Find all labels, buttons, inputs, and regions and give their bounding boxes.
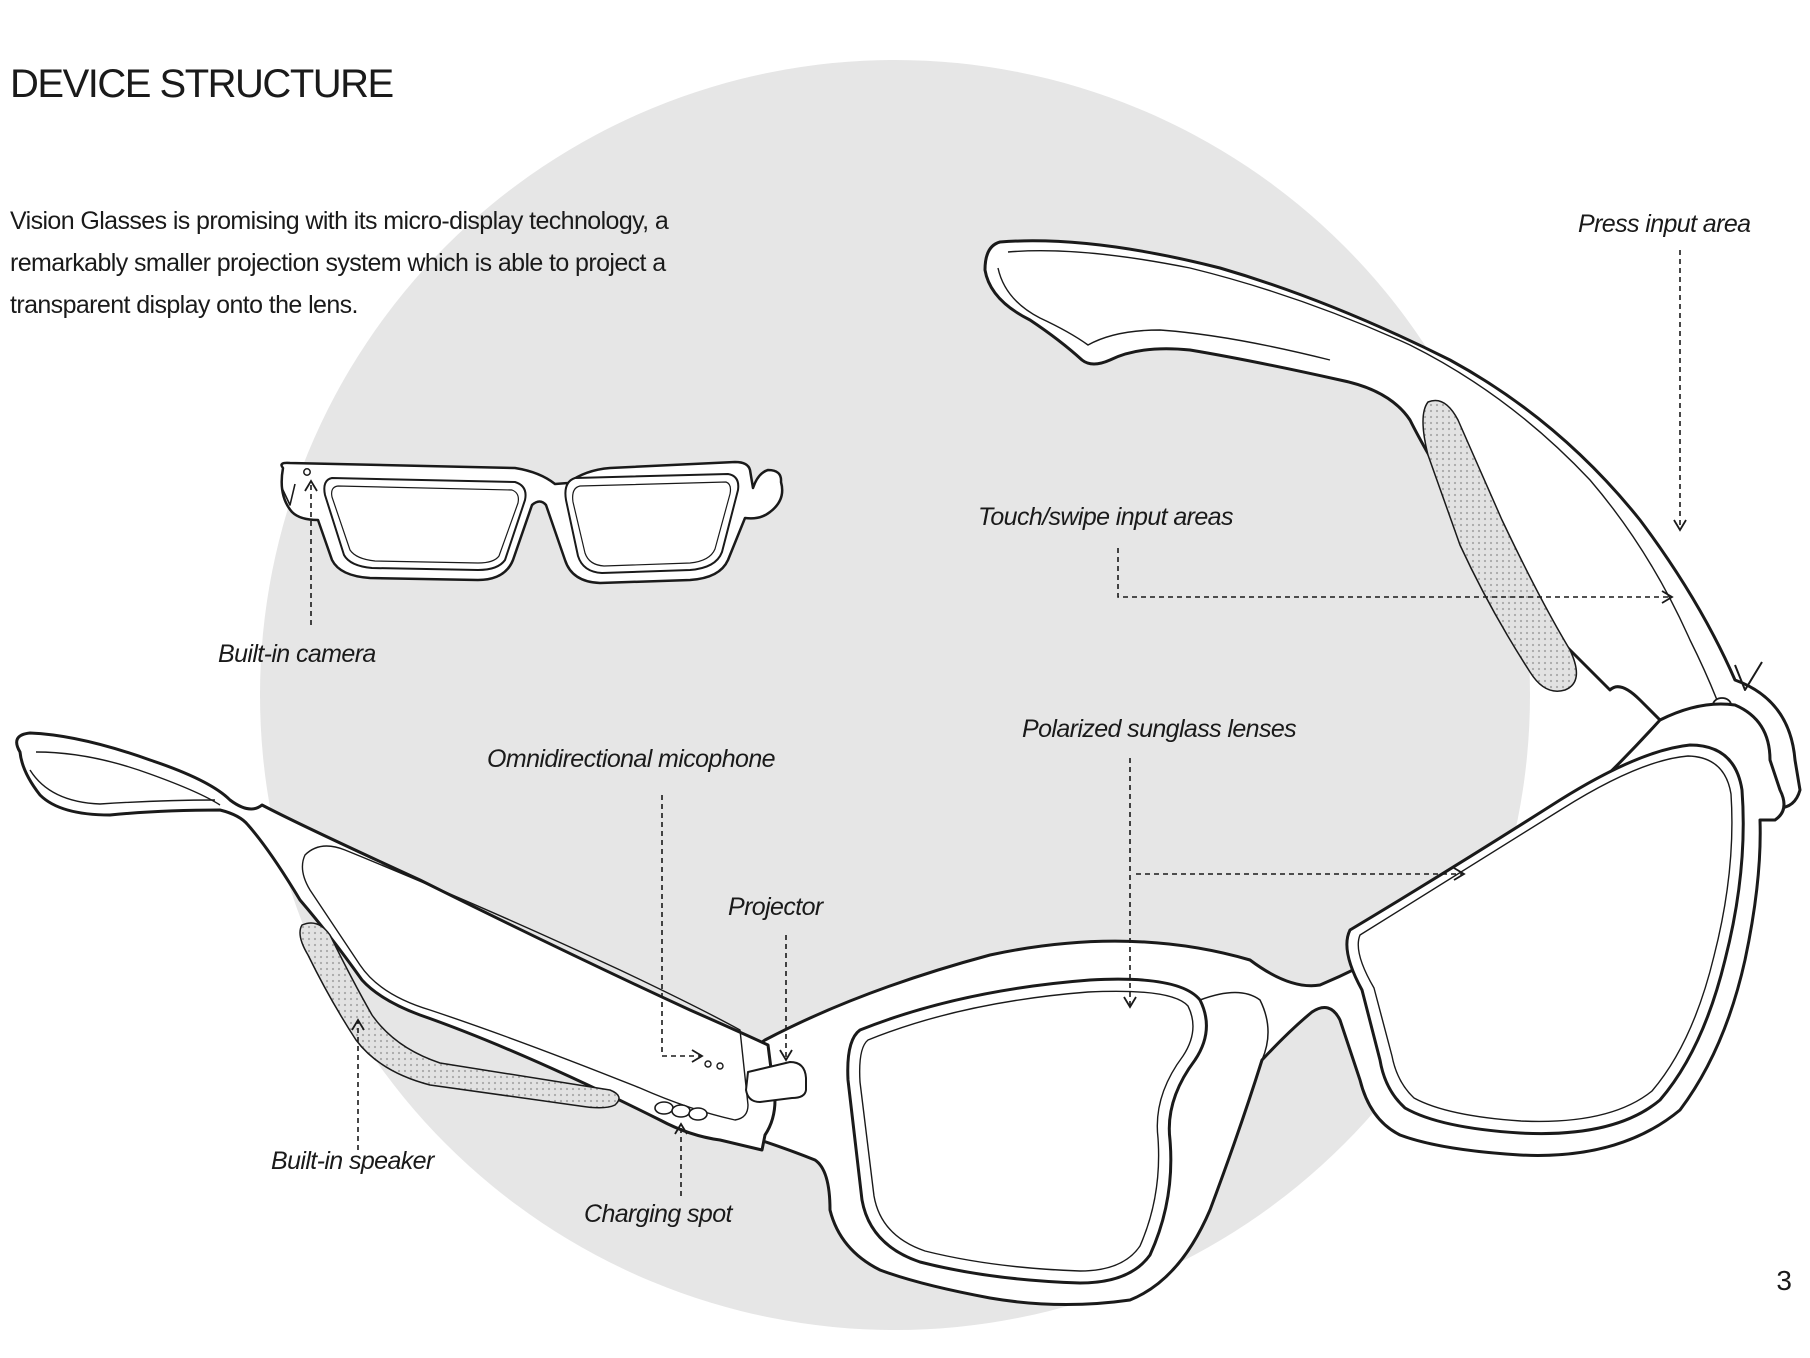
intro-paragraph: Vision Glasses is promising with its mic… [10, 200, 790, 326]
callout-projector: Projector [728, 893, 823, 921]
left-temple-arm [15, 731, 807, 1152]
callout-built-in-speaker: Built-in speaker [271, 1147, 434, 1175]
page-title: DEVICE STRUCTURE [10, 62, 394, 106]
callout-charging-spot: Charging spot [584, 1200, 732, 1228]
intro-line: Vision Glasses is promising with its mic… [10, 207, 669, 235]
callout-built-in-camera: Built-in camera [218, 640, 376, 668]
touch-swipe-leader [1117, 548, 1670, 598]
callout-touch-swipe-input-areas: Touch/swipe input areas [978, 503, 1233, 531]
intro-line: remarkably smaller projection system whi… [10, 249, 666, 277]
callout-polarized-sunglass-lenses: Polarized sunglass lenses [1022, 715, 1297, 743]
front-view-glasses [280, 460, 784, 585]
main-frame [747, 702, 1786, 1307]
callout-arrowheads [304, 479, 1687, 1135]
microphone-leader [661, 795, 700, 1057]
callout-omnidirectional-microphone: Omnidirectional micophone [487, 745, 776, 773]
callout-press-input-area: Press input area [1578, 210, 1751, 238]
speaker-pad [299, 922, 620, 1109]
touch-swipe-pad [1422, 399, 1578, 692]
intro-line: transparent display onto the lens. [10, 291, 358, 319]
callout-lines [310, 250, 1681, 1196]
page-number: 3 [1776, 1265, 1792, 1296]
